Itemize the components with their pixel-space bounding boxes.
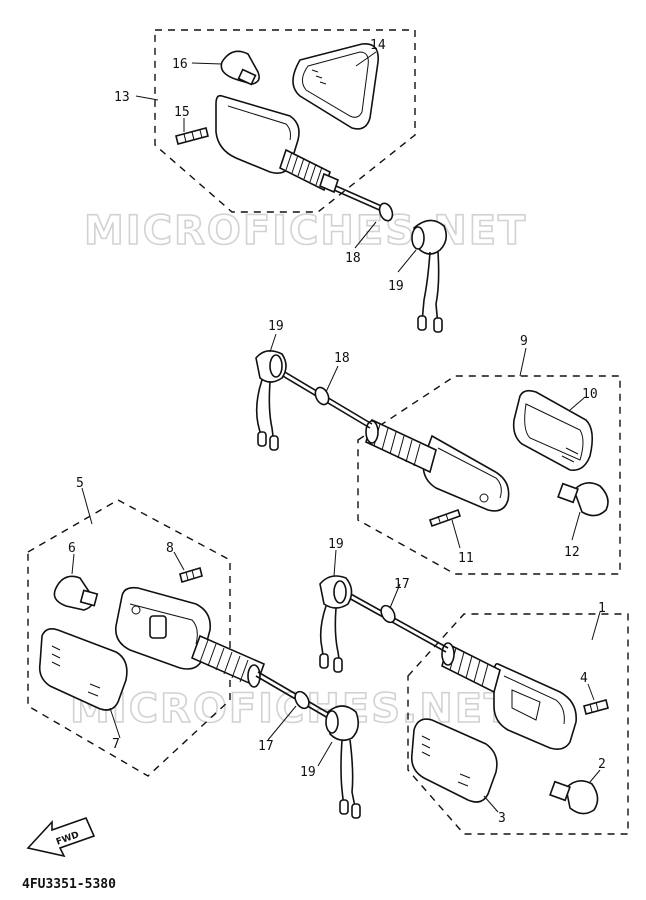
callout-14: 14 xyxy=(370,38,386,53)
assembly-1-boundary xyxy=(407,613,629,835)
callout-19-bottom: 19 xyxy=(300,765,316,780)
callout-6: 6 xyxy=(68,541,76,556)
callout-3: 3 xyxy=(498,811,506,826)
callout-12: 12 xyxy=(564,545,580,560)
callout-18-top: 18 xyxy=(345,251,361,266)
callout-1: 1 xyxy=(598,601,606,616)
housing-5 xyxy=(114,586,266,688)
watermark-bottom: MICROFICHES.NET xyxy=(70,686,513,732)
callout-19-top: 19 xyxy=(388,279,404,294)
assembly-9-boundary xyxy=(357,375,621,575)
callout-2: 2 xyxy=(598,757,606,772)
callout-11: 11 xyxy=(458,551,474,566)
drawing-code: 4FU3351-5380 xyxy=(22,877,116,892)
callout-17-left: 17 xyxy=(258,739,274,754)
callout-13: 13 xyxy=(114,90,130,105)
callout-5: 5 xyxy=(76,476,84,491)
lens-3 xyxy=(410,718,498,803)
lens-14 xyxy=(292,43,379,130)
callout-18-mid: 18 xyxy=(334,351,350,366)
callout-19-mid: 19 xyxy=(268,319,284,334)
callout-16: 16 xyxy=(172,57,188,72)
grommet-19-top xyxy=(411,219,448,333)
bulb-16 xyxy=(220,50,260,86)
collar-17-right xyxy=(380,604,396,624)
callout-19-right: 19 xyxy=(328,537,344,552)
callout-15: 15 xyxy=(174,105,190,120)
screw-11 xyxy=(428,508,462,528)
screw-8 xyxy=(179,566,203,584)
housing-9 xyxy=(365,418,510,512)
bulb-6 xyxy=(53,575,99,611)
housing-13 xyxy=(215,94,339,194)
collar-18-top xyxy=(378,202,394,222)
lens-10 xyxy=(512,389,594,472)
callout-10: 10 xyxy=(582,387,598,402)
screw-4 xyxy=(583,699,609,715)
leader-lines xyxy=(71,51,601,813)
grommet-19-bottom xyxy=(325,705,361,819)
collar-18-mid xyxy=(314,386,330,406)
watermark-top: MICROFICHES.NET xyxy=(84,208,527,254)
assembly-13-group xyxy=(154,29,448,333)
grommet-19-mid xyxy=(255,350,287,451)
callout-7: 7 xyxy=(112,737,120,752)
assembly-9-group xyxy=(255,350,621,575)
bulb-12 xyxy=(557,482,609,517)
callout-4: 4 xyxy=(580,671,588,686)
grommet-19-right xyxy=(319,575,353,673)
collar-17-left xyxy=(294,690,310,710)
lens-7 xyxy=(38,628,128,711)
housing-1 xyxy=(441,642,577,750)
callout-8: 8 xyxy=(166,541,174,556)
callout-9: 9 xyxy=(520,334,528,349)
screw-15 xyxy=(175,127,209,145)
assembly-13-boundary xyxy=(154,29,416,213)
fwd-arrow-icon: FWD xyxy=(26,816,96,858)
bulb-2 xyxy=(549,780,599,815)
callout-17-right: 17 xyxy=(394,577,410,592)
assembly-1-group xyxy=(319,575,629,835)
callout-labels: 13 16 14 15 18 19 19 18 9 10 11 12 5 6 8… xyxy=(68,38,606,826)
assembly-5-group xyxy=(27,499,361,819)
